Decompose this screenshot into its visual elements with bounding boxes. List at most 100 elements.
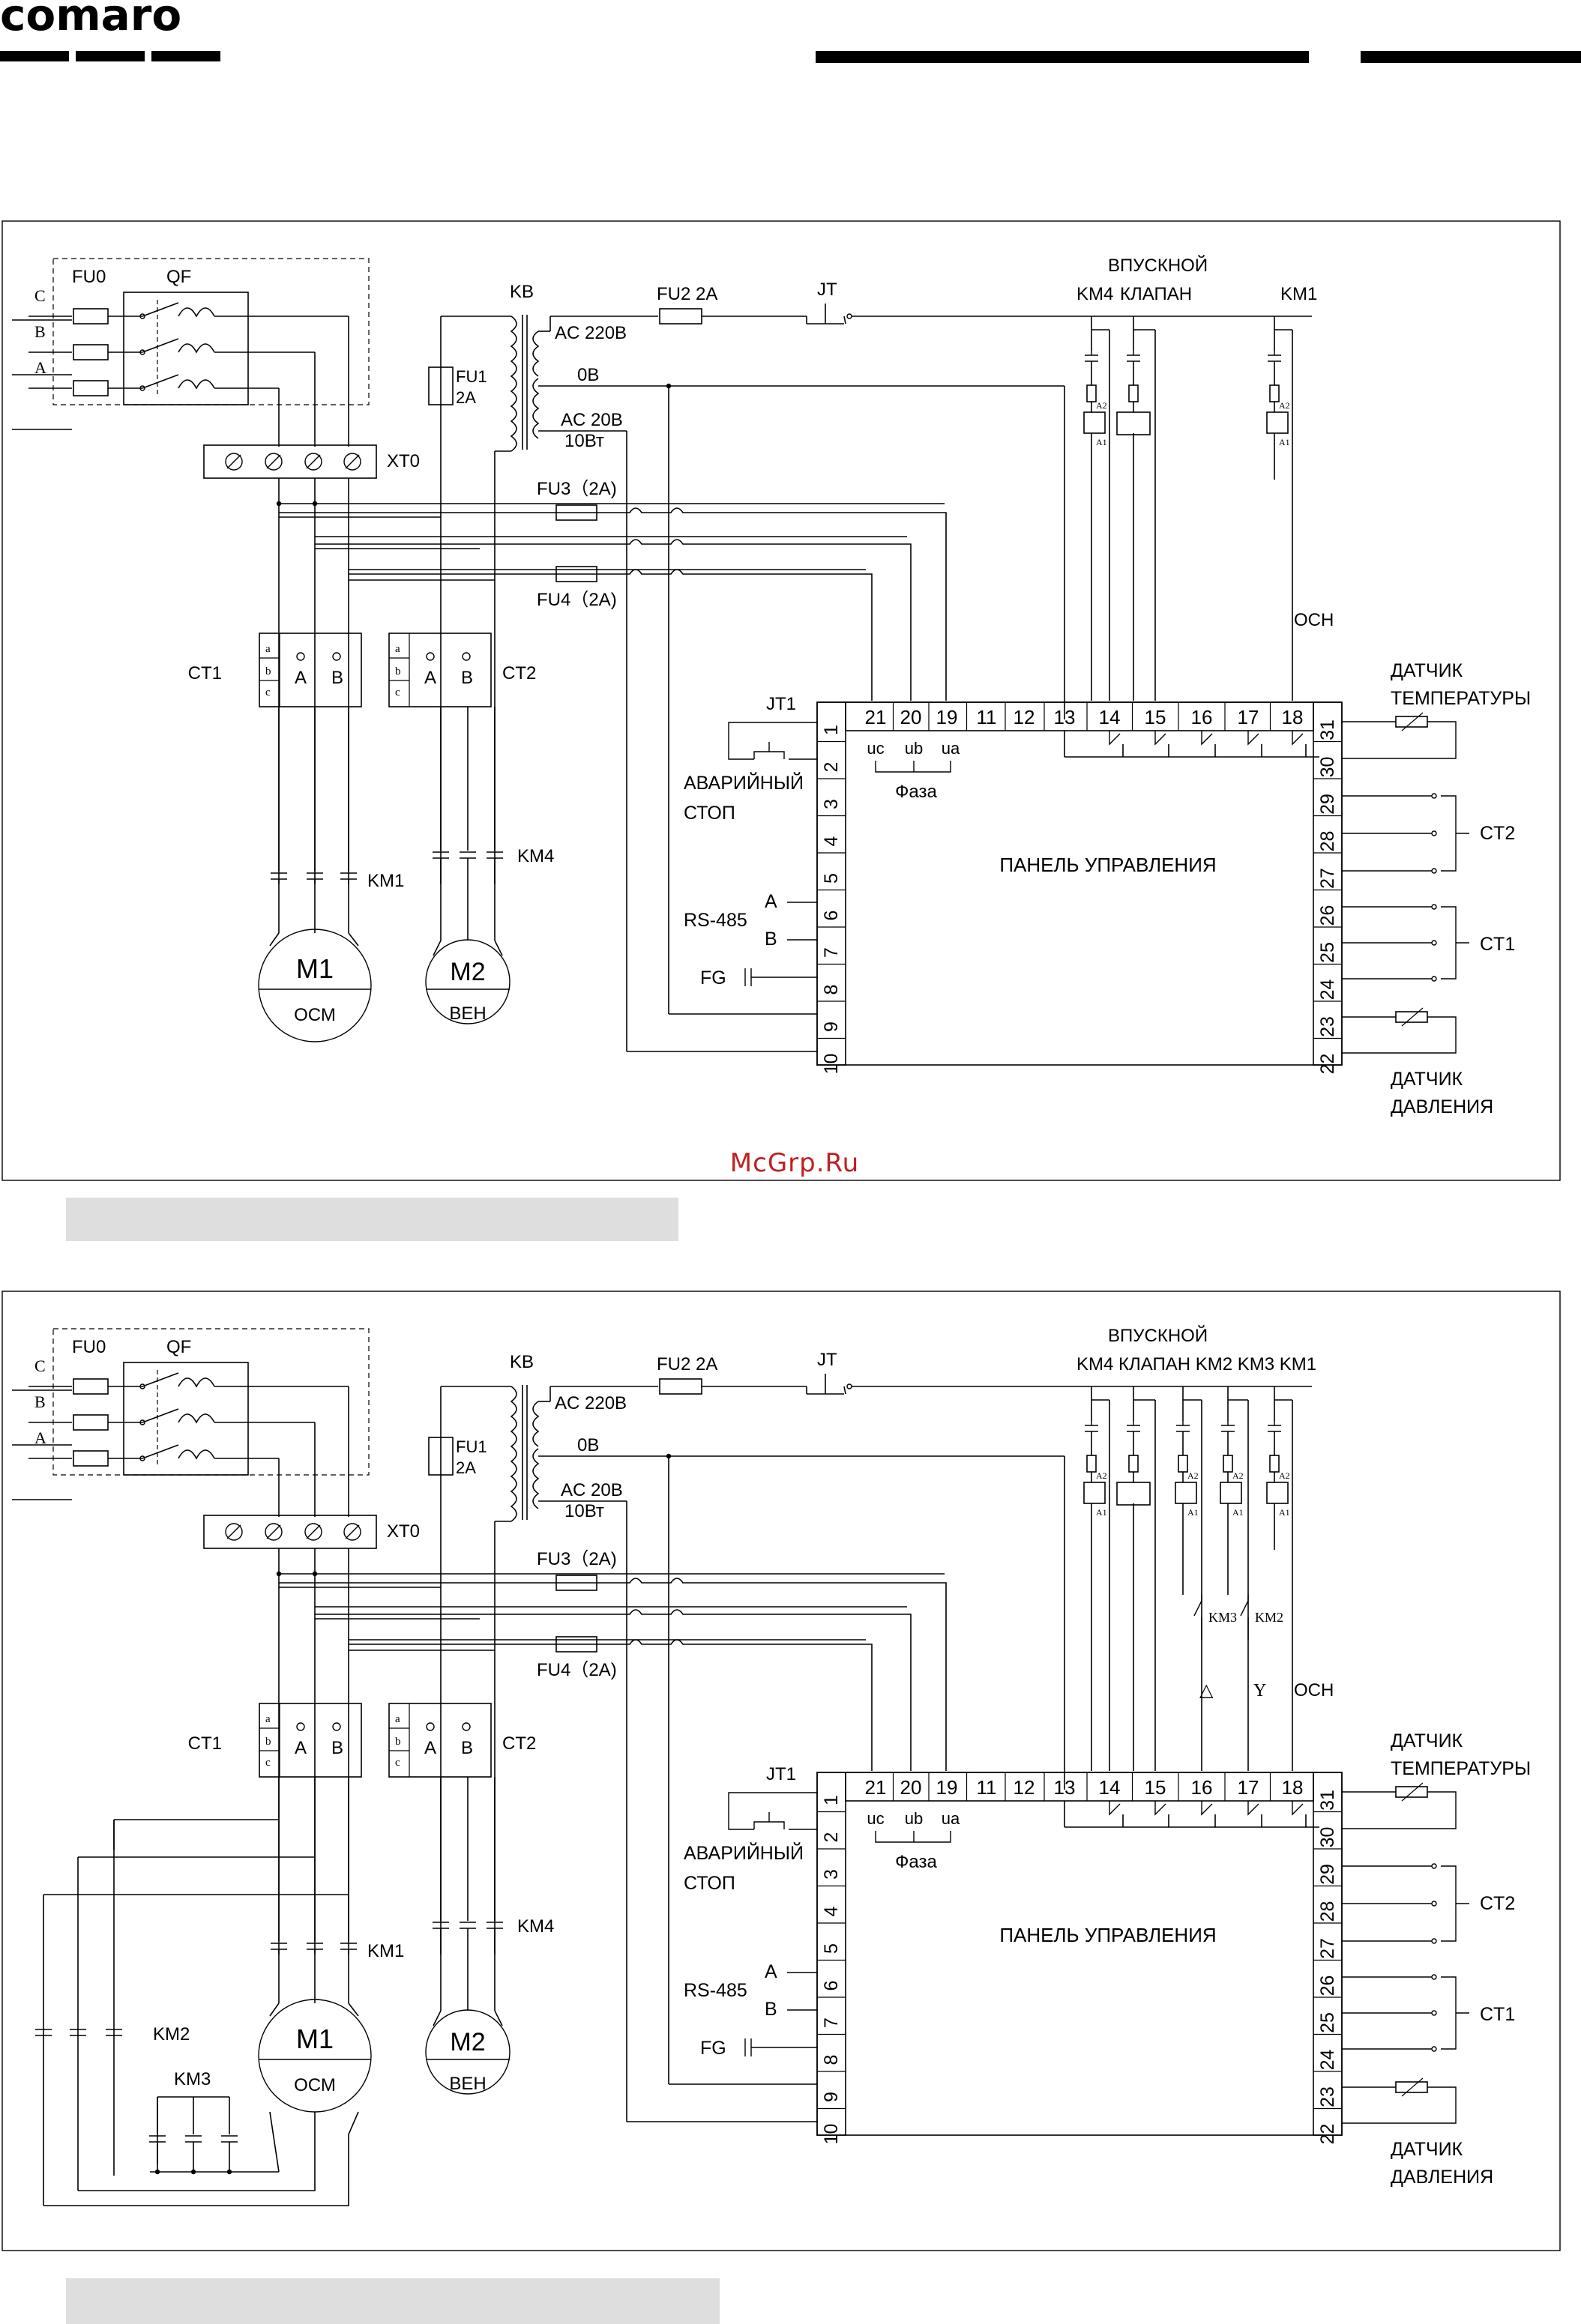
ct-b: b bbox=[265, 665, 271, 677]
ct-terminal bbox=[426, 652, 435, 661]
label-kb: KB bbox=[510, 1352, 534, 1372]
panel-terminal-right: 22 bbox=[1317, 2124, 1338, 2145]
ct-terminal bbox=[332, 1722, 341, 1731]
label-qf: QF bbox=[166, 267, 191, 287]
label-vpusk: ВПУСКНОЙ bbox=[1108, 255, 1208, 276]
panel-top-strip bbox=[845, 701, 1314, 731]
panel-terminal-left: 1 bbox=[821, 725, 842, 735]
label-a2: A2 bbox=[1096, 1470, 1107, 1481]
wire-ua bbox=[349, 569, 873, 701]
panel-title: ПАНЕЛЬ УПРАВЛЕНИЯ bbox=[999, 1924, 1216, 1946]
panel-terminal-right: 31 bbox=[1317, 1790, 1338, 1811]
fuse-fu1 bbox=[428, 366, 454, 405]
brand-logo: comaro bbox=[0, 0, 181, 40]
panel-terminal-left: 7 bbox=[821, 2017, 842, 2028]
panel-terminal-left: 2 bbox=[821, 762, 842, 773]
valve-coil bbox=[1116, 411, 1151, 435]
motor-m2 bbox=[425, 939, 511, 1024]
aux-contact bbox=[1127, 1421, 1140, 1432]
breaker-coil bbox=[178, 379, 215, 390]
panel-terminal-left: 6 bbox=[821, 1981, 842, 1991]
wire bbox=[1401, 712, 1424, 731]
qf-breaker-box bbox=[123, 292, 249, 405]
contactor-coil bbox=[1220, 1482, 1242, 1504]
contact-point bbox=[139, 385, 145, 391]
contact-point bbox=[139, 349, 145, 355]
wire bbox=[306, 1524, 321, 1539]
ct-terminal bbox=[296, 652, 305, 661]
label-a2: A2 bbox=[1187, 1470, 1199, 1481]
contactor-coil bbox=[1266, 411, 1289, 434]
terminal-screw bbox=[265, 1523, 283, 1541]
label-fg: FG bbox=[700, 2038, 726, 2059]
ct-wire-end bbox=[1431, 2046, 1437, 2052]
panel-terminal-top: 14 bbox=[1099, 706, 1121, 728]
header-bar-short bbox=[1361, 51, 1581, 63]
valve-coil bbox=[1116, 1482, 1151, 1506]
panel-terminal-top: 18 bbox=[1282, 1776, 1304, 1799]
wire bbox=[843, 316, 846, 325]
breaker-dashed-box bbox=[52, 1328, 370, 1476]
panel-terminal-left: 7 bbox=[821, 947, 842, 958]
label-km3-left: KM3 bbox=[174, 2069, 211, 2089]
motor-feed bbox=[78, 2112, 316, 2191]
label-fu2: FU2 2A bbox=[657, 1354, 717, 1374]
label-rs485: RS-485 bbox=[684, 910, 747, 931]
panel-terminal-top: 11 bbox=[977, 706, 997, 728]
label-0v: 0B bbox=[577, 365, 599, 385]
wire bbox=[266, 454, 281, 469]
label-temp2: ТЕМПЕРАТУРЫ bbox=[1391, 1758, 1531, 1779]
panel-terminal-left: 5 bbox=[821, 1943, 842, 1954]
label-jt1: JT1 bbox=[766, 1764, 796, 1784]
fuse-fu2 bbox=[659, 1378, 702, 1395]
aux-contact bbox=[1085, 1421, 1098, 1432]
label-faza: Фаза bbox=[895, 1852, 937, 1872]
resistor bbox=[1269, 384, 1280, 402]
ct-B: B bbox=[331, 1738, 343, 1758]
panel-terminal-right: 25 bbox=[1317, 2012, 1338, 2033]
junction-dot bbox=[226, 2169, 232, 2175]
label-ac220: AC 220B bbox=[555, 1393, 627, 1413]
label-press1: ДАТЧИК bbox=[1391, 2139, 1463, 2160]
ct-c: c bbox=[265, 1757, 271, 1769]
label-m2-sub: ВЕН bbox=[449, 1003, 486, 1024]
wire bbox=[306, 454, 321, 469]
terminal-screw bbox=[304, 453, 322, 471]
ct-wire-end bbox=[1431, 940, 1437, 946]
wire bbox=[226, 454, 241, 469]
transformer-primary bbox=[510, 1386, 517, 1522]
panel-terminal-left: 6 bbox=[821, 911, 842, 921]
contact-point bbox=[139, 313, 145, 319]
ground-symbol bbox=[744, 2038, 817, 2056]
label-km1-top: KM1 bbox=[1280, 284, 1317, 304]
temp-sensor-wire bbox=[1342, 1791, 1457, 1829]
label-fu3: FU3（2A) bbox=[537, 479, 617, 499]
wire bbox=[1401, 1782, 1424, 1802]
panel-terminal-right: 30 bbox=[1317, 1827, 1338, 1848]
ct-A: A bbox=[424, 668, 436, 688]
panel-terminal-left: 3 bbox=[821, 799, 842, 809]
label-fg: FG bbox=[700, 968, 726, 989]
panel-terminal-right: 30 bbox=[1317, 757, 1338, 778]
panel-terminal-top: 19 bbox=[936, 1776, 958, 1799]
wire-ub bbox=[315, 1609, 912, 1771]
relay-output-contact bbox=[1109, 731, 1121, 746]
label-ub: ub bbox=[905, 739, 923, 758]
contact-point bbox=[139, 1455, 145, 1461]
panel-terminal-top: 21 bbox=[865, 706, 887, 728]
label-fu4: FU4（2A) bbox=[537, 1660, 617, 1680]
fuse-fu0 bbox=[73, 344, 109, 360]
contactor-coil bbox=[1083, 1482, 1106, 1504]
panel-terminal-top: 21 bbox=[865, 1776, 887, 1799]
ct-b: b bbox=[395, 665, 401, 677]
label-klapan: КЛАПАН bbox=[1120, 284, 1192, 304]
transformer-secondary bbox=[532, 331, 540, 439]
fuse-fu1 bbox=[428, 1437, 454, 1476]
junction-dot bbox=[276, 1571, 282, 1577]
ct-wire-end bbox=[1431, 868, 1437, 874]
label-fu1: FU1 bbox=[456, 1437, 487, 1456]
ct-a: a bbox=[265, 1713, 271, 1725]
label-a1: A1 bbox=[1279, 1507, 1290, 1518]
pressure-sensor-wire bbox=[1342, 1016, 1457, 1054]
